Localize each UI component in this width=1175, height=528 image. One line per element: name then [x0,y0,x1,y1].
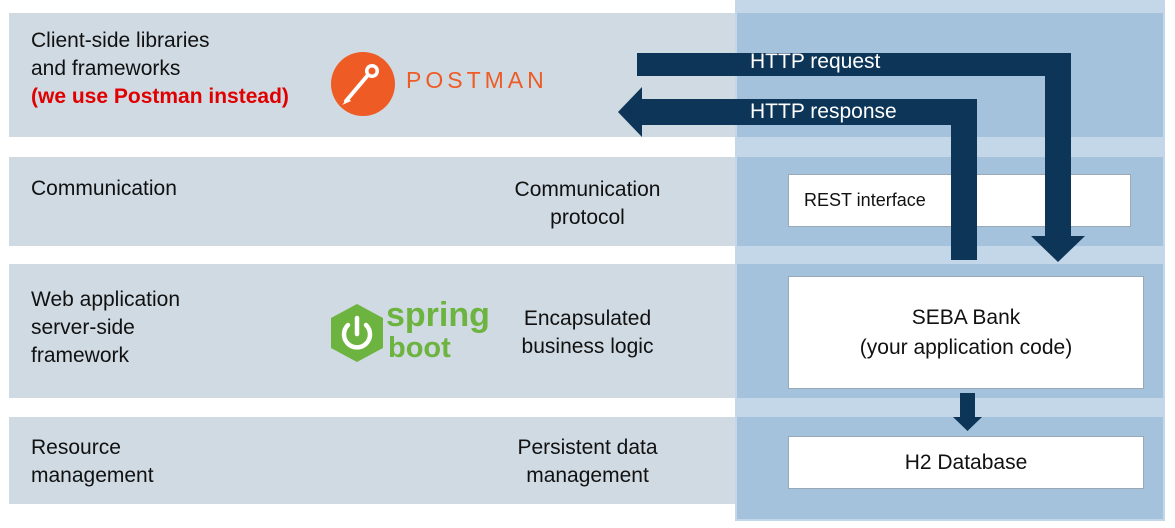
spring-wordmark: spring [386,296,490,334]
http-request-label: HTTP request [750,50,881,73]
seba-bank-subtitle: (your application code) [859,335,1073,359]
seba-bank-title: SEBA Bank [911,305,1021,329]
business-logic-label: Encapsulated business logic [521,307,654,358]
rest-interface-label: REST interface [804,190,926,210]
boot-wordmark: boot [388,332,451,364]
postman-icon [331,52,395,116]
h2-database-label: H2 Database [904,450,1028,474]
seba-to-db-arrow [953,393,982,431]
communication-layer-label: Communication [31,177,177,200]
spring-boot-logo: spring boot [328,296,493,366]
persistent-data-label: Persistent data management [517,436,658,487]
webapp-layer-label: Web application server-side framework [31,288,181,367]
postman-note: (we use Postman instead) [31,85,289,108]
seba-bank-box: SEBA Bank (your application code) [788,276,1144,389]
resource-layer-label: Resource management [31,436,154,487]
spring-boot-icon [331,304,383,362]
http-request-arrow [637,53,1085,262]
http-response-label: HTTP response [750,100,897,123]
h2-database-box: H2 Database [788,436,1144,489]
communication-protocol-label: Communication protocol [514,178,661,229]
postman-logo: POSTMAN [330,51,544,117]
postman-wordmark: POSTMAN [406,67,548,93]
http-response-arrow [618,87,977,260]
client-layer-label: Client-side libraries and frameworks (we… [31,27,289,111]
